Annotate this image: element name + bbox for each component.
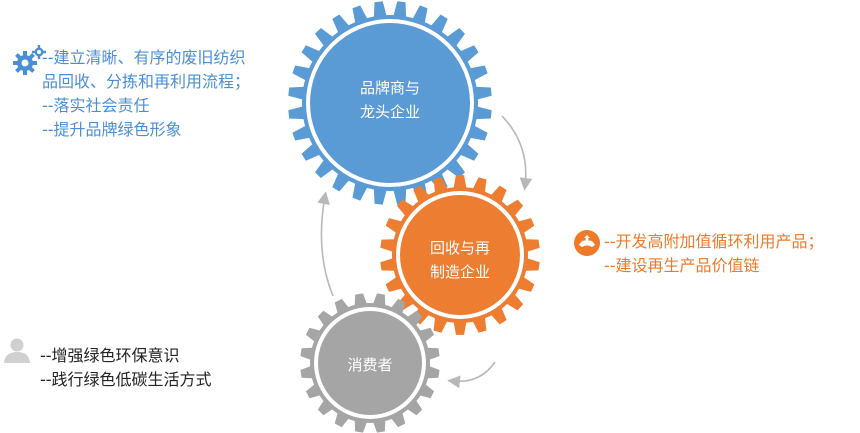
gear-recycler <box>380 175 540 335</box>
recycler-line-1: --开发高附加值循环利用产品； <box>604 232 824 251</box>
consumer-line-2: --践行绿色低碳生活方式 <box>40 370 212 389</box>
gear-brand-label: 品牌商与 龙头企业 <box>359 79 420 121</box>
consumer-line-1: --增强绿色环保意识 <box>40 346 180 365</box>
gear-top-disc <box>310 23 470 183</box>
recycler-responsibilities: --开发高附加值循环利用产品； --建设再生产品价值链 <box>604 230 824 278</box>
gear-middle-disc <box>400 195 520 315</box>
gear-consumer-label: 消费者 <box>347 356 393 374</box>
gear-recycler-label: 回收与再 制造企业 <box>429 239 490 281</box>
gear-bottom-disc <box>318 311 422 415</box>
brand-responsibilities: --建立清晰、有序的废旧纺织 品回收、分拣和再利用流程； --落实社会责任 --… <box>42 46 250 142</box>
brand-line-2: 品回收、分拣和再利用流程； <box>42 72 251 91</box>
brand-line-3: --落实社会责任 <box>42 96 150 115</box>
gear-consumer <box>300 293 440 433</box>
arrow-brand-to-recycler <box>501 115 533 191</box>
gears-icon <box>13 45 46 75</box>
brand-line-1: --建立清晰、有序的废旧纺织 <box>42 48 246 67</box>
gear-brand <box>288 1 492 205</box>
consumer-responsibilities: --增强绿色环保意识 --践行绿色低碳生活方式 <box>40 344 212 392</box>
recycle-hands-icon <box>574 230 600 256</box>
person-icon <box>4 338 30 363</box>
arrow-recycler-to-consumer <box>447 361 496 389</box>
brand-line-4: --提升品牌绿色形象 <box>42 120 182 139</box>
recycler-line-2: --建设再生产品价值链 <box>604 256 760 275</box>
arrow-consumer-to-brand <box>317 191 334 297</box>
